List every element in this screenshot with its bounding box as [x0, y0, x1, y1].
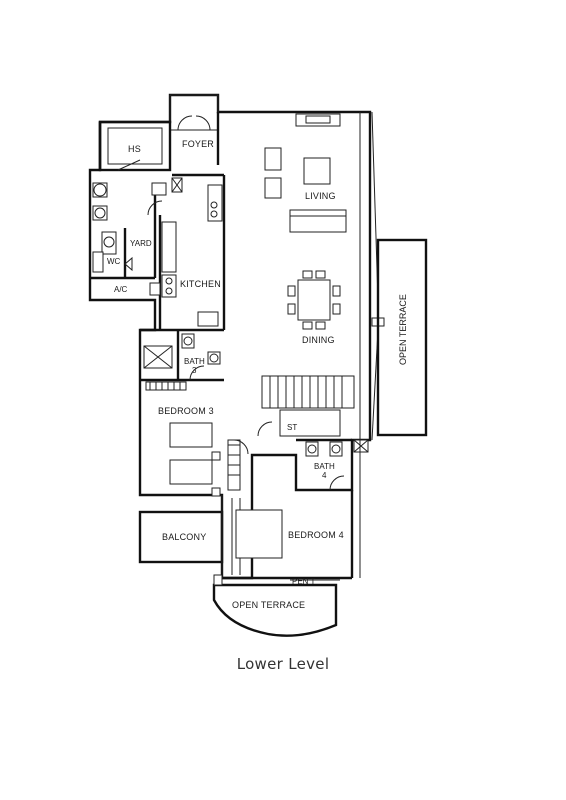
label-st: ST: [287, 423, 297, 432]
label-kitchen: KITCHEN: [180, 279, 221, 289]
label-bath4: BATH: [314, 462, 335, 471]
label-living: LIVING: [305, 191, 336, 201]
label-foyer: FOYER: [182, 139, 214, 149]
label-ac: A/C: [114, 285, 128, 294]
label-pent: PEN T: [292, 577, 316, 586]
balcony: [138, 495, 224, 578]
label-balcony: BALCONY: [162, 532, 206, 542]
foyer-entrance: [169, 94, 219, 131]
label-yard: YARD: [130, 239, 152, 248]
label-bath3: BATH: [184, 357, 205, 366]
open-terrace-bottom: [212, 574, 340, 637]
staircase: [257, 375, 355, 437]
open-terrace-side: [376, 238, 428, 437]
label-bath4-number: 4: [322, 471, 327, 480]
label-bedroom3: BEDROOM 3: [158, 406, 214, 416]
kitchen: [158, 112, 226, 330]
label-open-terrace-bottom: OPEN TERRACE: [232, 600, 305, 610]
label-bath3-number: 3: [192, 366, 197, 375]
bedroom-3: [145, 381, 249, 497]
service-area: [90, 182, 167, 296]
label-bedroom4: BEDROOM 4: [288, 530, 344, 540]
living-furniture: [264, 113, 347, 233]
hs-room: [98, 120, 172, 172]
dining-table: [287, 270, 341, 330]
right-facade: [359, 111, 385, 441]
label-hs: HS: [128, 144, 141, 154]
label-open-terrace-side: OPEN TERRACE: [398, 294, 408, 365]
label-wc: WC: [107, 257, 121, 266]
bath-4: [296, 438, 369, 491]
bath-3: [140, 328, 224, 382]
plan-caption: Lower Level: [236, 655, 330, 673]
bedroom-4: [222, 440, 361, 580]
label-dining: DINING: [302, 335, 335, 345]
